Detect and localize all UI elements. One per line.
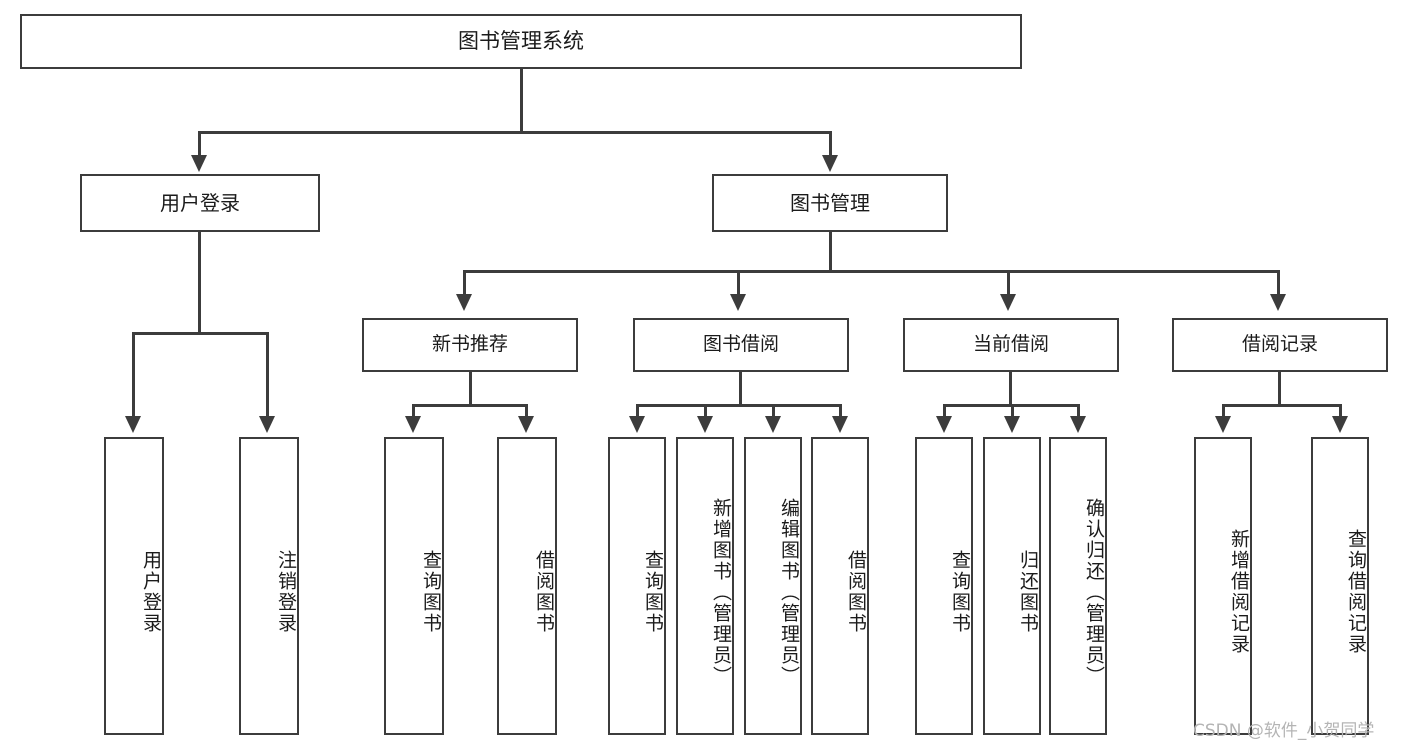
- connector-user-login-stem: [198, 232, 201, 334]
- arrow-to-current-borrow: [1000, 294, 1016, 311]
- connector-current-borrow-stem: [1009, 372, 1012, 406]
- connector-book-borrow-stem: [739, 372, 742, 406]
- connector-book-manage-stem: [829, 232, 832, 272]
- node-new-book-recommend[interactable]: 新书推荐: [362, 318, 578, 372]
- node-book-borrow[interactable]: 图书借阅: [633, 318, 849, 372]
- leaf-return-book[interactable]: 归还图书: [983, 437, 1041, 735]
- connector-borrow-record-drop-2: [1339, 404, 1342, 418]
- leaf-label: 查询图书: [642, 550, 664, 634]
- leaf-label: 借阅图书: [845, 550, 867, 634]
- connector-root-drop-left: [198, 131, 201, 157]
- connector-book-borrow-drop-1: [636, 404, 639, 418]
- connector-new-book-drop-2: [525, 404, 528, 418]
- node-borrow-record[interactable]: 借阅记录: [1172, 318, 1388, 372]
- arrow-to-book-borrow: [730, 294, 746, 311]
- leaf-label: 新增借阅记录: [1228, 529, 1250, 655]
- leaf-add-borrow-record[interactable]: 新增借阅记录: [1194, 437, 1252, 735]
- connector-user-login-drop-1: [132, 332, 135, 418]
- connector-borrow-record-stem: [1278, 372, 1281, 406]
- connector-book-manage-drop-3: [1007, 270, 1010, 296]
- node-user-login[interactable]: 用户登录: [80, 174, 320, 232]
- leaf-logout[interactable]: 注销登录: [239, 437, 299, 735]
- arrow-to-leaf-borrow-book-1: [518, 416, 534, 433]
- leaf-query-book-recommend[interactable]: 查询图书: [384, 437, 444, 735]
- arrow-to-leaf-query-record: [1332, 416, 1348, 433]
- connector-new-book-stem: [469, 372, 472, 406]
- connector-book-manage-drop-2: [737, 270, 740, 296]
- arrow-to-leaf-user-login: [125, 416, 141, 433]
- arrow-to-leaf-query-book-1: [405, 416, 421, 433]
- connector-book-borrow-bus: [636, 404, 842, 407]
- leaf-label: 新增图书（管理员）: [710, 497, 732, 687]
- csdn-watermark: CSDN @软件_小贺同学: [1193, 721, 1375, 741]
- leaf-label: 用户登录: [140, 550, 162, 634]
- leaf-confirm-return-admin[interactable]: 确认归还（管理员）: [1049, 437, 1107, 735]
- arrow-to-user-login: [191, 155, 207, 172]
- leaf-query-book-borrow[interactable]: 查询图书: [608, 437, 666, 735]
- connector-user-login-bus: [132, 332, 269, 335]
- leaf-query-book-current[interactable]: 查询图书: [915, 437, 973, 735]
- connector-book-manage-drop-4: [1277, 270, 1280, 296]
- connector-current-borrow-drop-3: [1077, 404, 1080, 418]
- connector-root-stem: [520, 69, 523, 133]
- connector-current-borrow-drop-1: [943, 404, 946, 418]
- connector-book-manage-bus: [463, 270, 1280, 273]
- node-root-system[interactable]: 图书管理系统: [20, 14, 1022, 69]
- arrow-to-borrow-record: [1270, 294, 1286, 311]
- leaf-query-borrow-record[interactable]: 查询借阅记录: [1311, 437, 1369, 735]
- leaf-label: 归还图书: [1017, 550, 1039, 634]
- connector-book-borrow-drop-4: [839, 404, 842, 418]
- connector-user-login-drop-2: [266, 332, 269, 418]
- leaf-add-book-admin[interactable]: 新增图书（管理员）: [676, 437, 734, 735]
- connector-borrow-record-bus: [1222, 404, 1342, 407]
- connector-root-drop-right: [829, 131, 832, 157]
- leaf-borrow-book-recommend[interactable]: 借阅图书: [497, 437, 557, 735]
- arrow-to-leaf-query-book-3: [936, 416, 952, 433]
- node-current-borrow[interactable]: 当前借阅: [903, 318, 1119, 372]
- leaf-label: 注销登录: [275, 550, 297, 634]
- arrow-to-new-book-recommend: [456, 294, 472, 311]
- node-book-manage[interactable]: 图书管理: [712, 174, 948, 232]
- connector-book-manage-drop-1: [463, 270, 466, 296]
- connector-current-borrow-drop-2: [1011, 404, 1014, 418]
- arrow-to-leaf-add-record: [1215, 416, 1231, 433]
- leaf-label: 编辑图书（管理员）: [778, 497, 800, 687]
- arrow-to-leaf-return-book: [1004, 416, 1020, 433]
- connector-root-bus: [198, 131, 832, 134]
- connector-book-borrow-drop-2: [704, 404, 707, 418]
- connector-new-book-bus: [412, 404, 528, 407]
- arrow-to-leaf-edit-book: [765, 416, 781, 433]
- leaf-label: 借阅图书: [533, 550, 555, 634]
- leaf-label: 查询图书: [949, 550, 971, 634]
- leaf-user-login[interactable]: 用户登录: [104, 437, 164, 735]
- leaf-edit-book-admin[interactable]: 编辑图书（管理员）: [744, 437, 802, 735]
- arrow-to-book-manage: [822, 155, 838, 172]
- leaf-label: 查询借阅记录: [1345, 529, 1367, 655]
- arrow-to-leaf-borrow-book-2: [832, 416, 848, 433]
- leaf-borrow-book[interactable]: 借阅图书: [811, 437, 869, 735]
- arrow-to-leaf-logout: [259, 416, 275, 433]
- arrow-to-leaf-query-book-2: [629, 416, 645, 433]
- connector-new-book-drop-1: [412, 404, 415, 418]
- arrow-to-leaf-confirm-return: [1070, 416, 1086, 433]
- connector-borrow-record-drop-1: [1222, 404, 1225, 418]
- arrow-to-leaf-add-book: [697, 416, 713, 433]
- leaf-label: 确认归还（管理员）: [1083, 497, 1105, 687]
- connector-book-borrow-drop-3: [772, 404, 775, 418]
- leaf-label: 查询图书: [420, 550, 442, 634]
